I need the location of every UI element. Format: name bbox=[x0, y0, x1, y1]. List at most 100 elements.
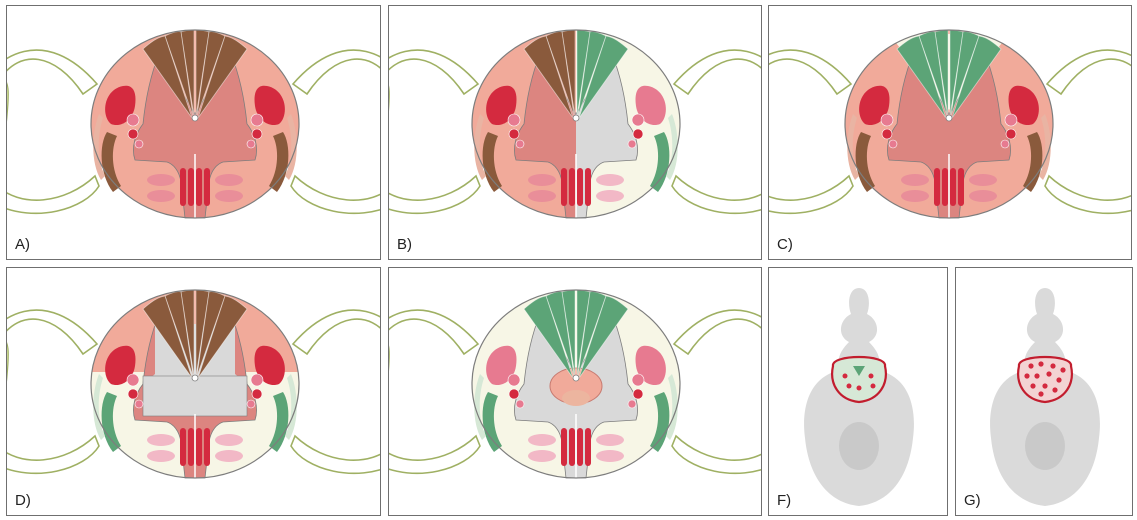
anterior-ellipse-2 bbox=[147, 190, 175, 202]
anterior-ellipse-1 bbox=[528, 174, 556, 186]
small-nucleus-right-3 bbox=[628, 140, 636, 148]
cord-diagram-d bbox=[7, 268, 381, 516]
nerve-root-right bbox=[672, 310, 762, 473]
anterior-tract-2 bbox=[569, 428, 575, 466]
anterior-ellipse-4 bbox=[596, 190, 624, 202]
anterior-tract-2 bbox=[569, 168, 575, 206]
anterior-ellipse-1 bbox=[147, 434, 175, 446]
anterior-ellipse-2 bbox=[528, 450, 556, 462]
lesion-dot-2 bbox=[1038, 361, 1043, 366]
anterior-tract-1 bbox=[934, 168, 940, 206]
anterior-ellipse-2 bbox=[528, 190, 556, 202]
lesion-dot-1 bbox=[843, 374, 848, 379]
anterior-tract-4 bbox=[585, 168, 591, 206]
lesion-dot-7 bbox=[1046, 371, 1051, 376]
anterior-tract-4 bbox=[958, 168, 964, 206]
central-canal bbox=[192, 375, 198, 381]
small-nucleus-left-3 bbox=[889, 140, 897, 148]
anterior-ellipse-3 bbox=[596, 174, 624, 186]
nerve-root-left bbox=[389, 50, 480, 213]
spinal-cord bbox=[389, 24, 762, 224]
small-nucleus-right-2 bbox=[633, 129, 643, 139]
anterior-ellipse-3 bbox=[215, 174, 243, 186]
small-nucleus-right-1 bbox=[251, 374, 263, 386]
small-nucleus-right-2 bbox=[252, 129, 262, 139]
panel-a: A) bbox=[6, 5, 381, 260]
central-lesion-inner bbox=[562, 390, 590, 406]
lesion-region bbox=[832, 357, 886, 402]
anterior-ellipse-2 bbox=[147, 450, 175, 462]
anterior-tract-2 bbox=[188, 168, 194, 206]
lesion-dot-1 bbox=[1028, 363, 1033, 368]
brainstem bbox=[990, 288, 1100, 506]
panel-d: D) bbox=[6, 267, 381, 516]
anterior-ellipse-3 bbox=[596, 434, 624, 446]
small-nucleus-left-1 bbox=[508, 114, 520, 126]
lesion-region bbox=[1018, 357, 1072, 402]
spinal-cord bbox=[7, 24, 381, 224]
small-nucleus-left-2 bbox=[128, 389, 138, 399]
small-nucleus-right-3 bbox=[1001, 140, 1009, 148]
cord-diagram-c bbox=[769, 6, 1132, 260]
nerve-root-right bbox=[291, 50, 381, 213]
small-nucleus-left-2 bbox=[509, 389, 519, 399]
nerve-root-left bbox=[7, 50, 99, 213]
lesion-dot-9 bbox=[1030, 383, 1035, 388]
anterior-tract-3 bbox=[577, 168, 583, 206]
nerve-root-left bbox=[769, 50, 853, 213]
small-nucleus-right-2 bbox=[1006, 129, 1016, 139]
anterior-ellipse-4 bbox=[215, 190, 243, 202]
spinal-cord bbox=[7, 284, 381, 484]
small-nucleus-right-1 bbox=[251, 114, 263, 126]
anterior-tract-2 bbox=[188, 428, 194, 466]
small-nucleus-right-3 bbox=[628, 400, 636, 408]
anterior-tract-4 bbox=[585, 428, 591, 466]
spinal-cord bbox=[769, 24, 1132, 224]
small-nucleus-left-2 bbox=[882, 129, 892, 139]
lesion-dot-2 bbox=[869, 374, 874, 379]
anterior-tract-3 bbox=[196, 168, 202, 206]
lesion-dot-8 bbox=[1056, 377, 1061, 382]
small-nucleus-left-2 bbox=[128, 129, 138, 139]
anterior-ellipse-2 bbox=[901, 190, 929, 202]
small-nucleus-right-2 bbox=[633, 389, 643, 399]
lesion-dot-12 bbox=[1038, 391, 1043, 396]
panel-label-g: G) bbox=[964, 492, 981, 509]
anterior-tract-3 bbox=[196, 428, 202, 466]
small-nucleus-left-3 bbox=[135, 140, 143, 148]
panel-b: B) bbox=[388, 5, 762, 260]
anterior-tract-4 bbox=[204, 168, 210, 206]
nerve-root-left bbox=[389, 310, 480, 473]
anterior-ellipse-4 bbox=[215, 450, 243, 462]
lesion-dot-4 bbox=[871, 384, 876, 389]
lesion-dot-5 bbox=[857, 386, 862, 391]
cord-diagram-e bbox=[389, 268, 762, 516]
anterior-tract-4 bbox=[204, 428, 210, 466]
nerve-root-ganglion-left bbox=[7, 336, 8, 414]
gray-matter-ventral-spared bbox=[143, 376, 247, 416]
anterior-ellipse-1 bbox=[147, 174, 175, 186]
panel-c: C) bbox=[768, 5, 1132, 260]
central-canal bbox=[946, 115, 952, 121]
lesion-dot-4 bbox=[1060, 367, 1065, 372]
panel-label-d: D) bbox=[15, 492, 31, 509]
nerve-root-right bbox=[1045, 50, 1132, 213]
small-nucleus-left-1 bbox=[508, 374, 520, 386]
small-nucleus-right-3 bbox=[247, 140, 255, 148]
spinal-cord bbox=[389, 284, 762, 484]
small-nucleus-left-2 bbox=[509, 129, 519, 139]
small-nucleus-right-1 bbox=[1005, 114, 1017, 126]
lesion-dot-3 bbox=[1050, 363, 1055, 368]
brainstem-dark-core bbox=[839, 422, 879, 470]
small-nucleus-left-3 bbox=[516, 140, 524, 148]
lesion-dot-5 bbox=[1024, 373, 1029, 378]
nerve-root-ganglion-left bbox=[7, 76, 8, 154]
anterior-ellipse-4 bbox=[969, 190, 997, 202]
cord-diagram-b bbox=[389, 6, 762, 260]
anterior-ellipse-3 bbox=[969, 174, 997, 186]
small-nucleus-right-1 bbox=[632, 374, 644, 386]
small-nucleus-right-3 bbox=[247, 400, 255, 408]
cord-diagram-a bbox=[7, 6, 381, 260]
panel-label-a: A) bbox=[15, 236, 30, 253]
anterior-tract-3 bbox=[950, 168, 956, 206]
